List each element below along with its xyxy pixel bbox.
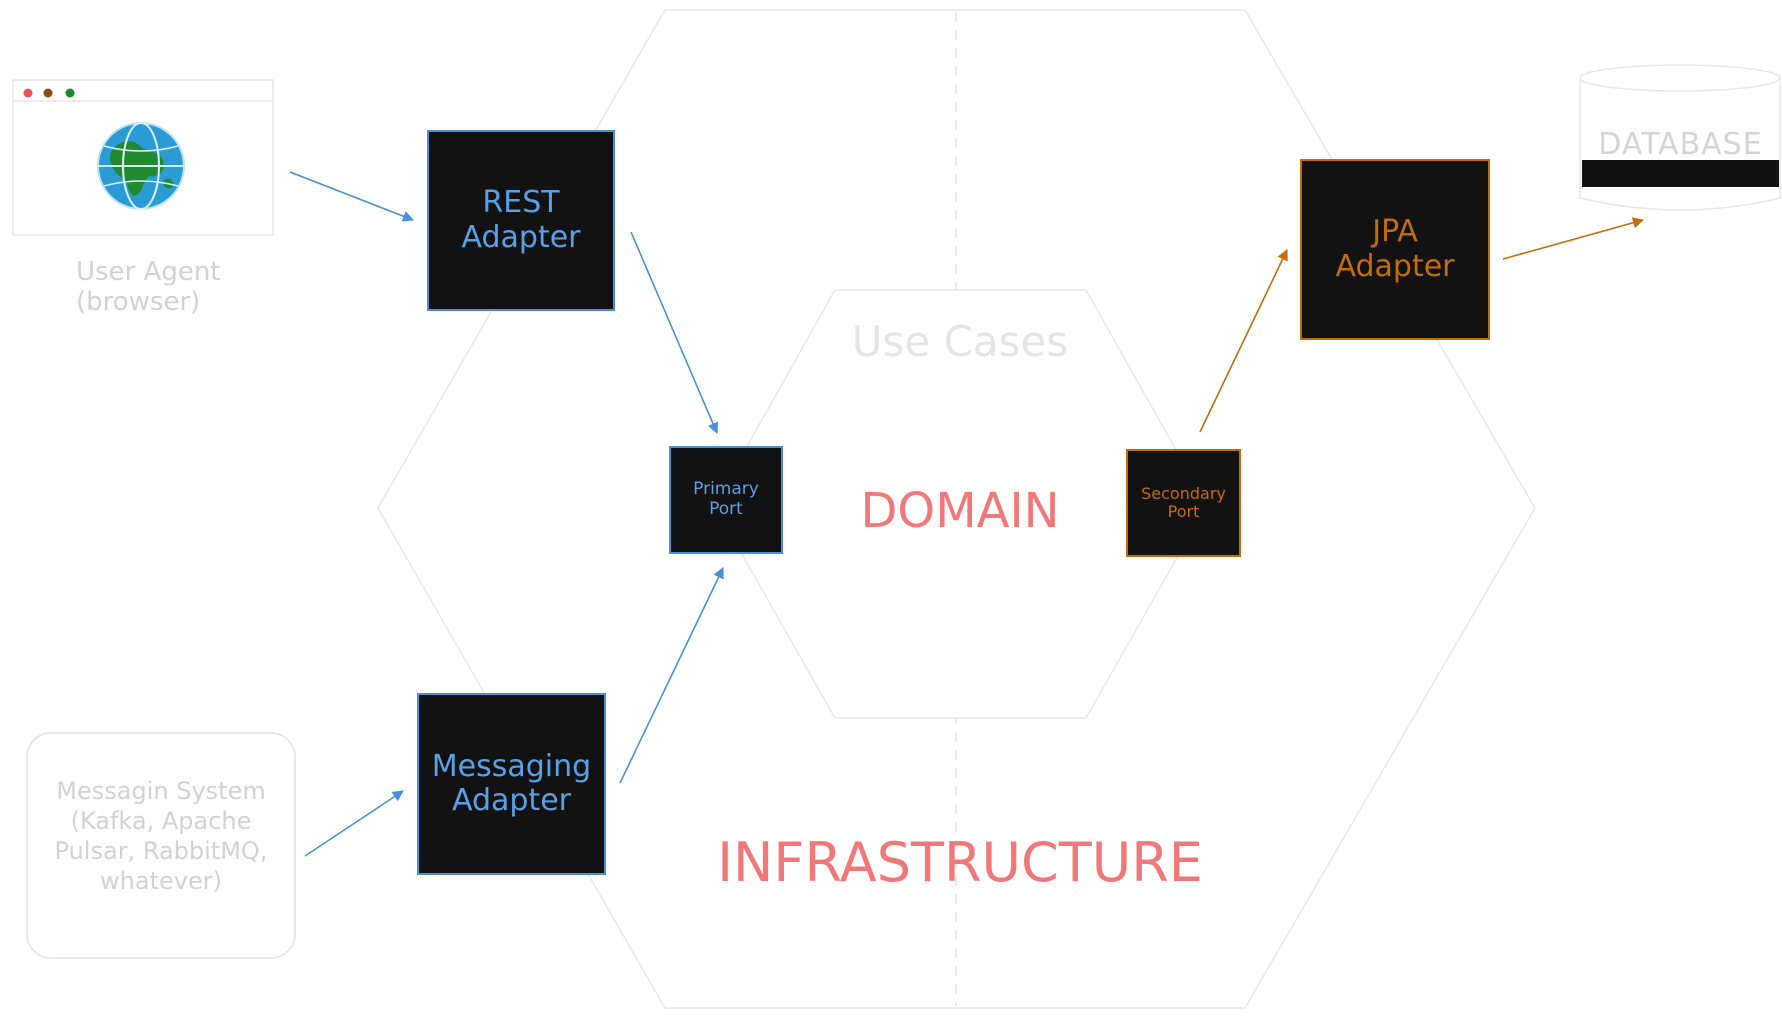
window-close-dot bbox=[23, 88, 33, 98]
primary-port-label: Primary Port bbox=[693, 479, 759, 519]
arrow-messaging-to-primary-port bbox=[619, 566, 724, 784]
arrow-jpa-to-database bbox=[1502, 217, 1645, 260]
rest-adapter-label: REST Adapter bbox=[461, 185, 581, 255]
arrow-secondary-port-to-jpa bbox=[1199, 248, 1288, 433]
messaging-adapter[interactable]: Messaging Adapter bbox=[417, 693, 606, 875]
database-label: DATABASE bbox=[1598, 127, 1763, 162]
globe-icon bbox=[97, 122, 185, 210]
jpa-adapter[interactable]: JPA Adapter bbox=[1300, 159, 1490, 340]
window-minimize-dot bbox=[43, 88, 53, 98]
messaging-system-box bbox=[26, 732, 296, 959]
messaging-adapter-label: Messaging Adapter bbox=[431, 748, 592, 818]
jpa-adapter-label: JPA Adapter bbox=[1335, 214, 1455, 284]
infrastructure-label: INFRASTRUCTURE bbox=[717, 831, 1203, 894]
database-icon bbox=[1579, 64, 1781, 211]
secondary-port[interactable]: Secondary Port bbox=[1126, 449, 1241, 557]
messaging-system-label: Messagin System (Kafka, Apache Pulsar, R… bbox=[54, 777, 268, 895]
arrow-messaging-system-to-adapter bbox=[304, 790, 404, 857]
arrow-rest-to-primary-port bbox=[630, 231, 719, 435]
user-agent-label: User Agent (browser) bbox=[76, 257, 221, 317]
infrastructure-hexagon bbox=[377, 9, 1536, 1009]
window-maximize-dot bbox=[65, 88, 75, 98]
arrow-user-agent-to-rest bbox=[289, 171, 415, 222]
use-cases-label: Use Cases bbox=[851, 317, 1069, 366]
domain-label: DOMAIN bbox=[860, 483, 1060, 539]
secondary-port-label: Secondary Port bbox=[1141, 483, 1226, 521]
rest-adapter[interactable]: REST Adapter bbox=[427, 130, 615, 311]
primary-port[interactable]: Primary Port bbox=[669, 446, 783, 554]
